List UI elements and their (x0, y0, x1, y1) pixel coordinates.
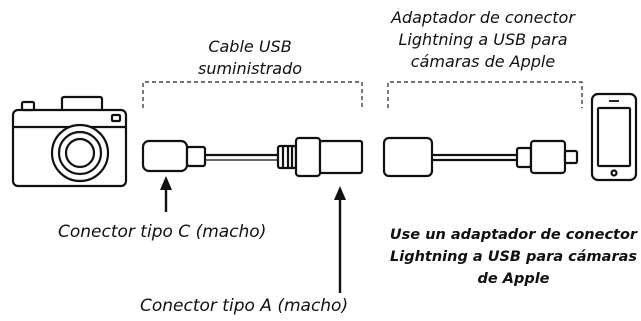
note-line1: Use un adaptador de conector (389, 227, 638, 243)
adapter-label-line3: cámaras de Apple (410, 52, 556, 71)
smartphone-icon (590, 92, 638, 182)
cable-label-line1: Cable USB (208, 37, 292, 56)
type-c-pointer-arrow (160, 176, 172, 212)
adapter-label-line2: Lightning a USB para (398, 30, 568, 49)
type-c-connector-label: Conector tipo C (macho) (58, 222, 267, 242)
note-line3: de Apple (477, 271, 550, 287)
lightning-usb-adapter-icon (382, 136, 579, 178)
note-line2: Lightning a USB para cámaras (389, 249, 638, 265)
usb-c-connector-icon (141, 139, 207, 173)
adapter-label: Adaptador de conector Lightning a USB pa… (368, 7, 598, 73)
adapter-instruction-note: Use un adaptador de conector Lightning a… (386, 224, 641, 290)
cable-label-line2: suministrado (197, 59, 303, 78)
type-a-pointer-arrow (334, 186, 346, 293)
cable-bracket (142, 81, 363, 108)
usb-a-connector-icon (276, 136, 364, 178)
cable-label: Cable USB suministrado (175, 36, 325, 80)
camera-icon (11, 95, 128, 188)
type-a-connector-label: Conector tipo A (macho) (140, 296, 349, 316)
adapter-bracket (387, 81, 583, 108)
adapter-label-line1: Adaptador de conector (391, 8, 575, 27)
